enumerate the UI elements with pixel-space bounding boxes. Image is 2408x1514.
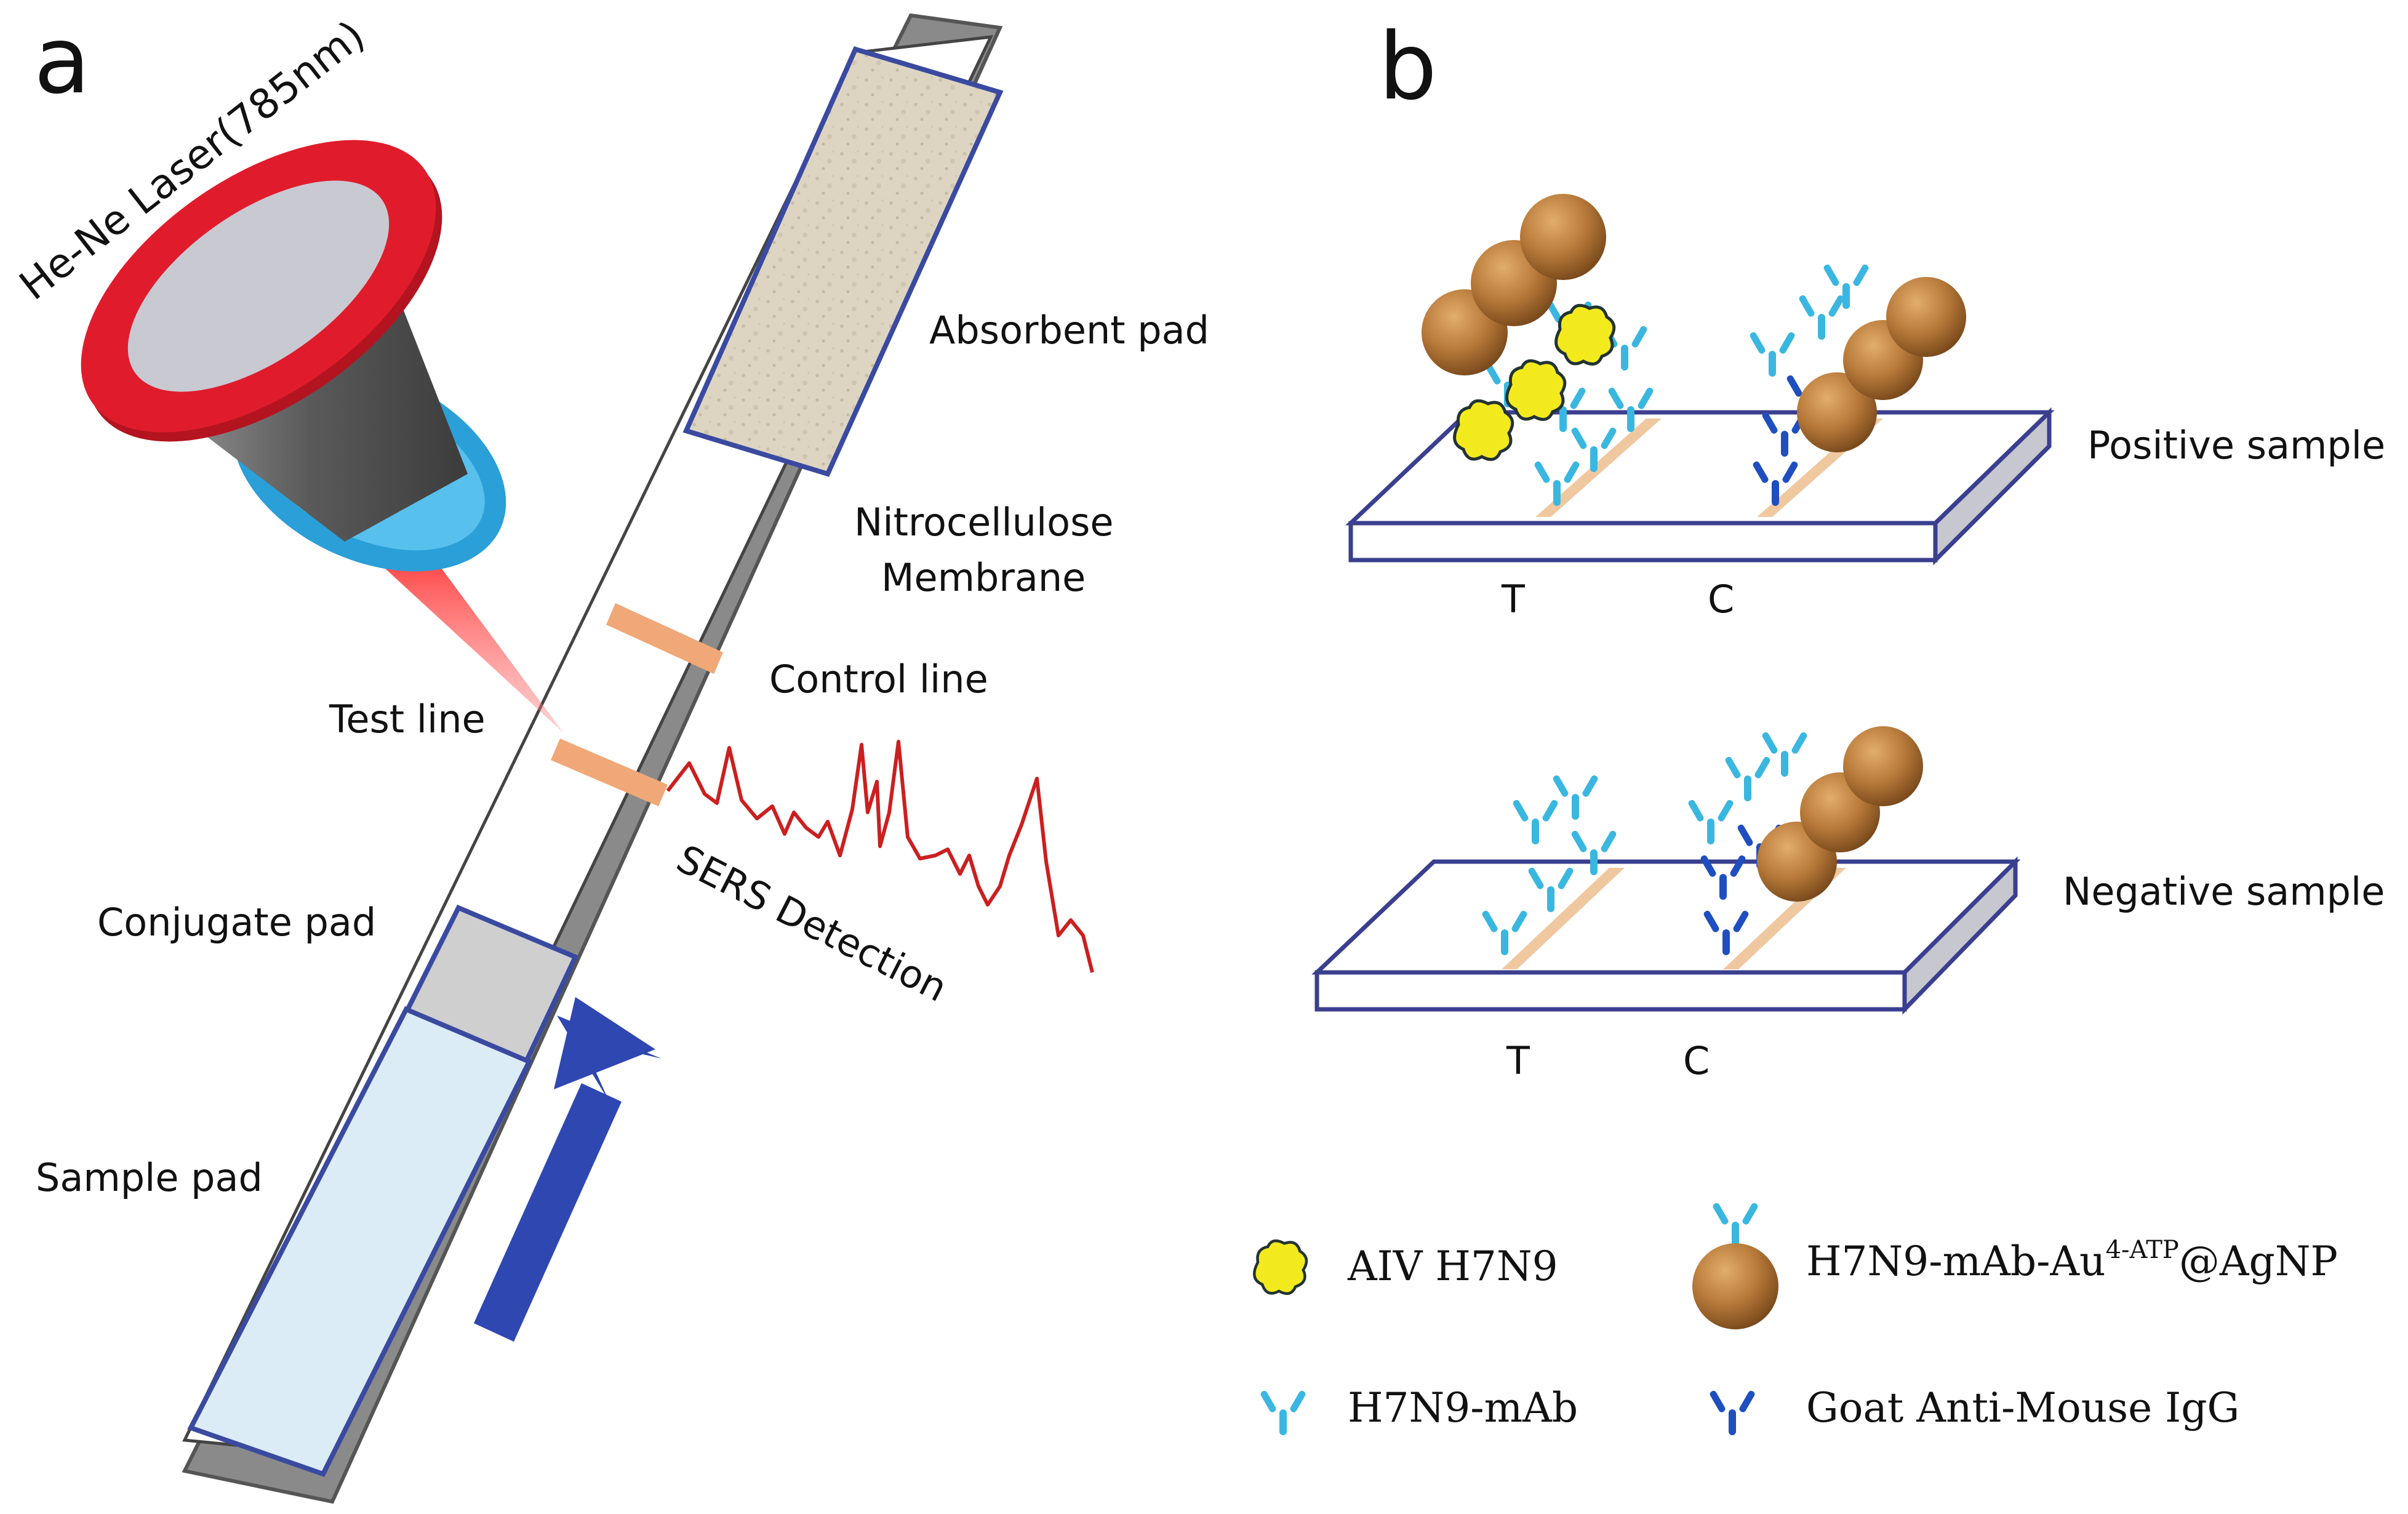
absorbent-pad — [682, 46, 1004, 477]
legend-mab-icon — [1259, 1390, 1307, 1435]
membrane-label-line1: Nitrocellulose — [854, 500, 1114, 545]
sample-pad — [187, 1006, 533, 1477]
laser-head — [81, 140, 563, 732]
membrane-label-line2: Membrane — [881, 555, 1086, 600]
positive-test-zone — [1422, 194, 1662, 517]
panel-a-letter: a — [34, 7, 90, 114]
panel-b-letter: b — [1378, 14, 1437, 121]
sers-detection-label: SERS Detection — [670, 836, 954, 1011]
control-line-label: Control line — [769, 657, 988, 702]
positive-c-label: C — [1708, 577, 1734, 622]
negative-test-zone — [1481, 774, 1625, 969]
absorbent-pad-label: Absorbent pad — [929, 308, 1209, 353]
flow-arrow — [474, 997, 662, 1342]
legend-nanoparticle-icon — [1692, 1243, 1778, 1329]
legend-probe-antibody-icon — [1711, 1202, 1759, 1248]
legend-mab-label: H7N9-mAb — [1348, 1384, 1578, 1432]
positive-slab — [1345, 407, 2055, 566]
legend: AIV H7N9 H7N9-mAb-Au4-ATP@AgNP H7N9-mAb … — [1254, 1202, 2338, 1435]
legend-probe-label: H7N9-mAb-Au4-ATP@AgNP — [1806, 1236, 2338, 1285]
sers-spectrum — [666, 740, 1094, 973]
negative-slab — [1311, 856, 2021, 1015]
positive-control-zone — [1748, 263, 1966, 517]
legend-virus-icon — [1254, 1241, 1306, 1294]
test-line-label: Test line — [329, 697, 486, 742]
legend-aiv-label: AIV H7N9 — [1347, 1243, 1558, 1290]
positive-t-label: T — [1501, 577, 1526, 622]
positive-sample-label: Positive sample — [2087, 423, 2385, 468]
negative-t-label: T — [1506, 1038, 1530, 1083]
test-line-band — [551, 739, 668, 806]
sample-pad-label: Sample pad — [36, 1155, 263, 1200]
conjugate-pad-label: Conjugate pad — [97, 900, 376, 945]
legend-igg-label: Goat Anti-Mouse IgG — [1806, 1384, 2239, 1432]
laser-beam — [369, 554, 563, 732]
legend-igg-icon — [1708, 1390, 1756, 1435]
negative-sample-label: Negative sample — [2063, 869, 2385, 914]
control-line-band — [606, 603, 723, 674]
negative-c-label: C — [1683, 1038, 1710, 1083]
negative-control-zone — [1687, 726, 1923, 969]
